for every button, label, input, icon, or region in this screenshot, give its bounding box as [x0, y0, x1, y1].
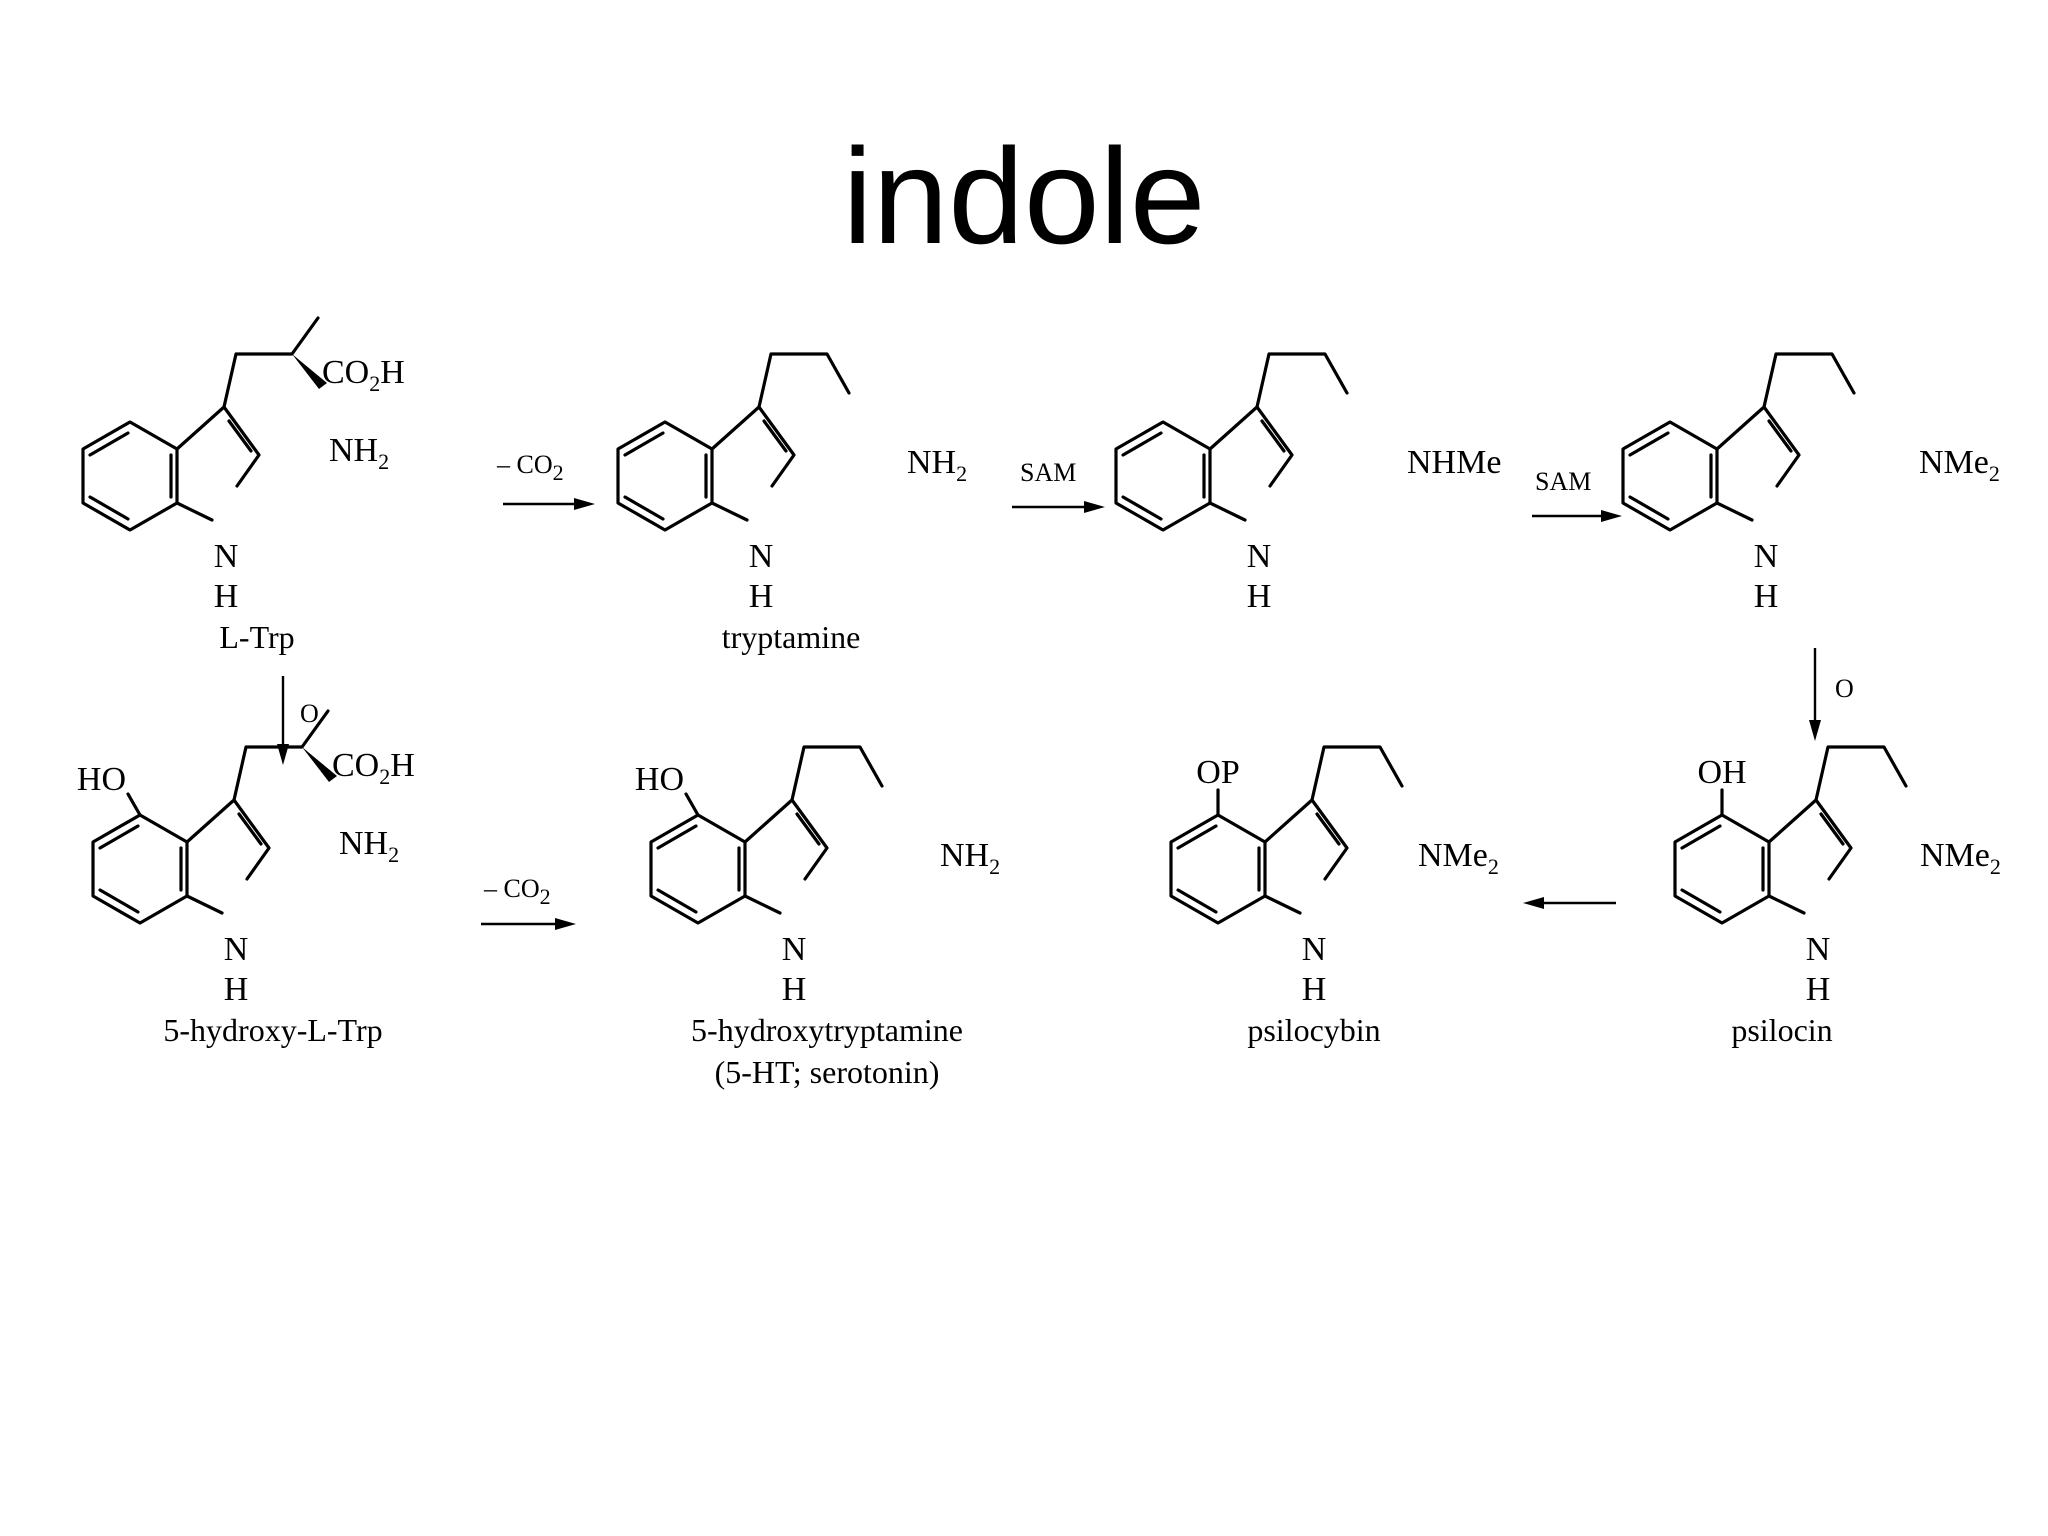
- reagent-minus-co2-top: – CO2: [496, 450, 564, 485]
- dmt-structure: N H NMe2: [1621, 352, 2000, 615]
- compound-label-serotonin-line2: (5-HT; serotonin): [715, 1054, 940, 1090]
- l-trp-carboxyl: CO2H: [322, 354, 405, 396]
- compound-label-tryptamine: tryptamine: [722, 619, 861, 655]
- l-trp-structure: N H CO2H NH2 L-Trp: [81, 316, 405, 655]
- compound-label-serotonin-line1: 5-hydroxytryptamine: [691, 1012, 963, 1048]
- psilocin-hydroxyl: OH: [1697, 754, 1746, 791]
- l-trp-ring-hydrogen: H: [214, 578, 239, 615]
- reaction-arrow-oxidation-left: O: [277, 676, 319, 765]
- psilocybin-amine: NMe2: [1418, 837, 1499, 879]
- reaction-arrow-sam-first: SAM: [1012, 458, 1105, 513]
- nmt-ring-hydrogen: H: [1247, 578, 1272, 615]
- tryptamine-ring-hydrogen: H: [749, 578, 774, 615]
- dmt-ring-hydrogen: H: [1754, 578, 1779, 615]
- reagent-sam-first: SAM: [1020, 458, 1076, 487]
- compound-label-l-trp: L-Trp: [219, 619, 294, 655]
- hydroxy-trp-hydroxyl: HO: [77, 761, 126, 798]
- l-trp-ring-nitrogen: N: [214, 538, 239, 575]
- nmt-ring-nitrogen: N: [1247, 538, 1272, 575]
- tryptamine-structure: N H NH2 tryptamine: [616, 352, 967, 655]
- hydroxy-trp-ring-nitrogen: N: [224, 931, 249, 968]
- reaction-arrow-oxidation-right: O: [1809, 648, 1854, 741]
- compound-label-psilocin: psilocin: [1731, 1012, 1832, 1048]
- tryptamine-amine: NH2: [907, 444, 967, 486]
- 5-hydroxy-l-trp-structure: HO N H CO2H NH2 5-hydroxy-L-Trp: [77, 709, 415, 1048]
- dmt-ring-nitrogen: N: [1754, 538, 1779, 575]
- compound-label-psilocybin: psilocybin: [1247, 1012, 1380, 1048]
- psilocin-ring-hydrogen: H: [1806, 971, 1831, 1008]
- serotonin-amine: NH2: [940, 837, 1000, 879]
- tryptamine-ring-nitrogen: N: [749, 538, 774, 575]
- psilocybin-structure: OP N H NMe2 psilocybin: [1169, 745, 1499, 1048]
- hydroxy-trp-carboxyl: CO2H: [332, 747, 415, 789]
- serotonin-ring-nitrogen: N: [782, 931, 807, 968]
- psilocybin-ring-hydrogen: H: [1302, 971, 1327, 1008]
- page-title: indole: [842, 120, 1206, 272]
- psilocybin-ring-nitrogen: N: [1302, 931, 1327, 968]
- serotonin-structure: HO N H NH2 5-hydroxytryptamine (5-HT; se…: [635, 745, 1000, 1090]
- psilocin-amine: NMe2: [1920, 837, 2001, 879]
- psilocin-structure: OH N H NMe2 psilocin: [1673, 745, 2001, 1048]
- reaction-arrow-decarboxylation-top: – CO2: [496, 450, 595, 510]
- serotonin-ring-hydrogen: H: [782, 971, 807, 1008]
- reagent-sam-second: SAM: [1535, 467, 1591, 496]
- psilocin-ring-nitrogen: N: [1806, 931, 1831, 968]
- hydroxy-trp-amine: NH2: [339, 825, 399, 867]
- serotonin-hydroxyl: HO: [635, 761, 684, 798]
- nmt-amine: NHMe: [1407, 444, 1501, 481]
- reaction-arrow-phosphorylation: [1523, 897, 1616, 909]
- psilocybin-phosphate: OP: [1196, 754, 1239, 791]
- l-trp-amine: NH2: [329, 432, 389, 474]
- reagent-minus-co2-bottom: – CO2: [483, 874, 551, 909]
- dmt-amine: NMe2: [1919, 444, 2000, 486]
- reagent-oxidation-left: O: [300, 699, 319, 728]
- reaction-arrow-decarboxylation-bottom: – CO2: [481, 874, 576, 930]
- reagent-oxidation-right: O: [1835, 674, 1854, 703]
- n-methyltryptamine-structure: N H NHMe: [1114, 352, 1501, 615]
- hydroxy-trp-ring-hydrogen: H: [224, 971, 249, 1008]
- compound-label-5-hydroxy-l-trp: 5-hydroxy-L-Trp: [163, 1012, 382, 1048]
- reaction-arrow-sam-second: SAM: [1532, 467, 1622, 522]
